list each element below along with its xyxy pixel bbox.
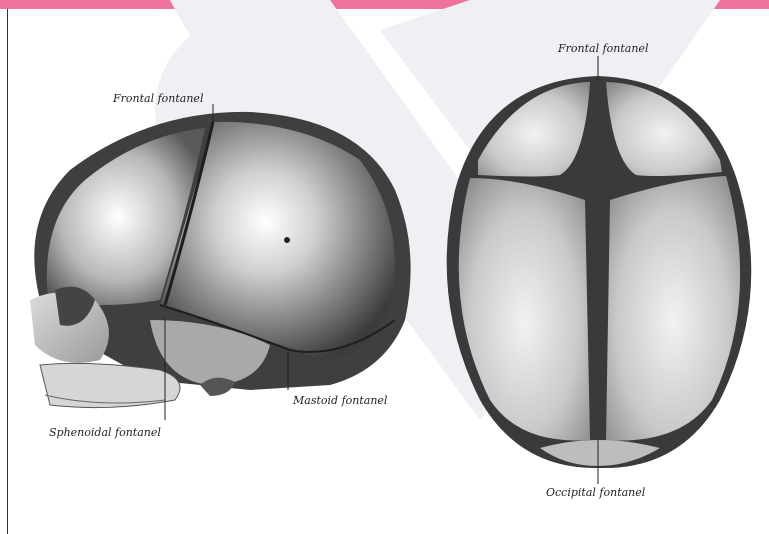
superior-skull [447,56,752,484]
lateral-skull [30,104,411,420]
sphenoidal-fontanel-label: Sphenoidal fontanel [49,426,161,439]
mastoid-fontanel-label: Mastoid fontanel [293,394,387,407]
occipital-fontanel-label: Occipital fontanel [546,486,645,499]
frontal-fontanel-label-superior: Frontal fontanel [558,42,648,55]
frontal-fontanel-label-lateral: Frontal fontanel [113,92,203,105]
